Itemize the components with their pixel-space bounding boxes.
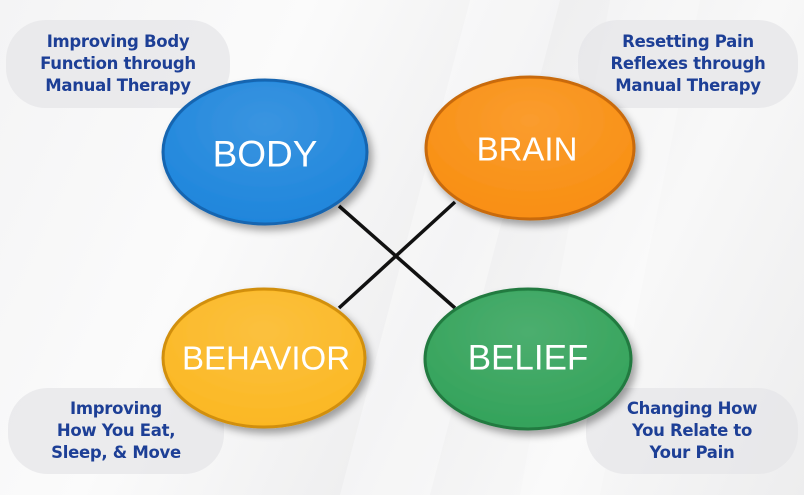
- node-behavior[interactable]: BEHAVIOR: [161, 287, 367, 429]
- caption-brain: Resetting Pain Reflexes through Manual T…: [611, 31, 766, 97]
- connector-brain-behavior: [337, 200, 457, 310]
- node-belief[interactable]: BELIEF: [423, 287, 633, 431]
- caption-box-belief: Changing How You Relate to Your Pain: [586, 388, 798, 474]
- caption-line: Manual Therapy: [45, 76, 191, 95]
- node-behavior-label: BEHAVIOR: [182, 340, 350, 377]
- caption-line: How You Eat,: [56, 421, 176, 440]
- node-belief-label: BELIEF: [468, 339, 589, 378]
- node-brain[interactable]: BRAIN: [424, 75, 636, 221]
- node-body[interactable]: BODY: [161, 78, 369, 226]
- caption-line: Improving Body: [46, 32, 190, 51]
- caption-box-brain: Resetting Pain Reflexes through Manual T…: [578, 20, 798, 108]
- caption-line: Sleep, & Move: [51, 443, 181, 462]
- caption-behavior: Improving How You Eat, Sleep, & Move: [51, 398, 181, 464]
- caption-body: Improving Body Function through Manual T…: [40, 31, 196, 97]
- caption-line: Resetting Pain: [622, 32, 754, 51]
- caption-belief: Changing How You Relate to Your Pain: [626, 398, 758, 464]
- caption-line: Your Pain: [649, 443, 735, 462]
- caption-line: Changing How: [626, 399, 758, 418]
- caption-line: Improving: [70, 399, 162, 418]
- node-brain-label: BRAIN: [477, 131, 578, 168]
- caption-line: You Relate to: [631, 421, 753, 440]
- caption-line: Reflexes through: [610, 54, 766, 73]
- caption-line: Function through: [40, 54, 196, 73]
- caption-line: Manual Therapy: [615, 76, 761, 95]
- node-body-label: BODY: [213, 134, 318, 175]
- caption-box-body: Improving Body Function through Manual T…: [6, 20, 230, 108]
